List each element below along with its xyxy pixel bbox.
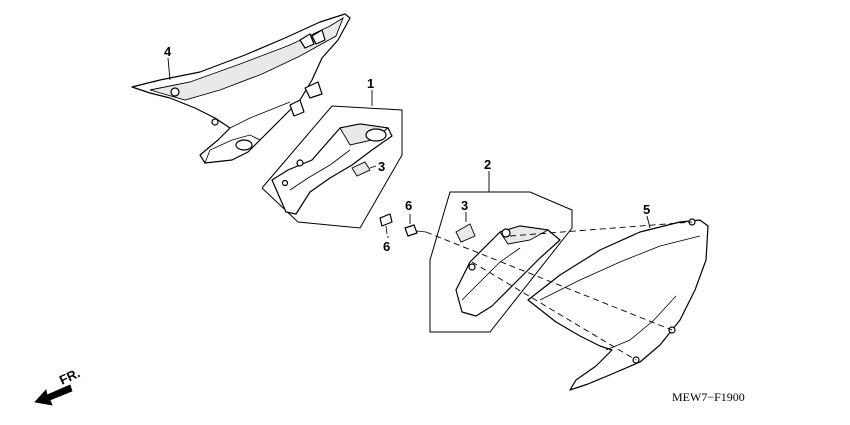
diagram-code: MEW7−F1900 <box>672 390 745 404</box>
part-3-pad-a <box>351 161 371 177</box>
callout-3b: 3 <box>461 198 468 213</box>
alignment-line-a <box>425 231 673 331</box>
callout-6a: 6 <box>383 239 390 254</box>
part-6-screw-a <box>379 213 393 235</box>
part-1-inner-panel <box>271 123 393 215</box>
group-box-1 <box>261 105 403 229</box>
leader-3a <box>369 165 377 169</box>
part-6-screw-b <box>404 224 427 237</box>
clip-a <box>299 33 315 49</box>
duct-opening <box>235 139 253 151</box>
clip-b <box>311 29 326 45</box>
callout-4: 4 <box>164 44 172 59</box>
clip-d <box>289 99 305 117</box>
part-2-inner-panel <box>455 225 561 317</box>
callout-6b: 6 <box>405 198 412 213</box>
leader-4 <box>167 57 171 81</box>
alignment-line-b <box>471 261 637 361</box>
part-3-pad-b <box>455 223 476 243</box>
group-box-2 <box>429 191 573 333</box>
clip-c <box>304 81 323 99</box>
callout-2: 2 <box>484 157 491 172</box>
leader-5 <box>646 215 651 229</box>
callout-3a: 3 <box>378 159 385 174</box>
front-direction-arrow <box>34 384 73 406</box>
callout-5: 5 <box>643 202 650 217</box>
front-direction-label: FR. <box>57 365 82 387</box>
grommet <box>170 87 180 97</box>
part-4-upper-cover <box>131 13 351 164</box>
grommet <box>211 118 219 126</box>
callout-1: 1 <box>367 76 374 91</box>
alignment-line-c <box>509 221 693 237</box>
